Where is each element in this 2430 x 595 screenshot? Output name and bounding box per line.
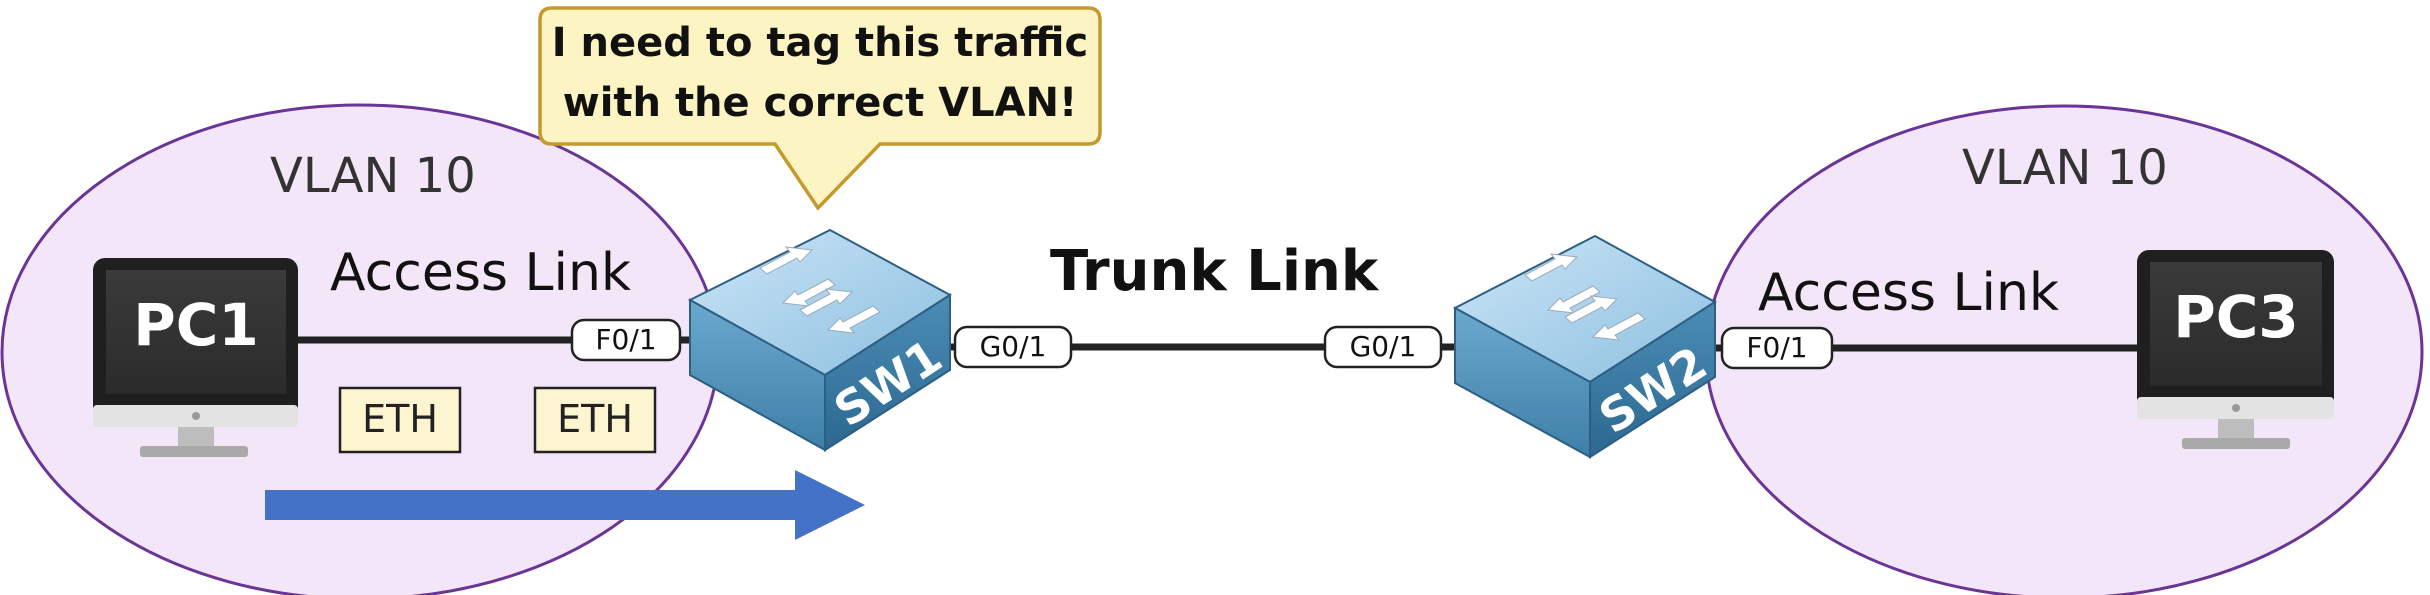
port-sw1-access: F0/1	[570, 318, 682, 362]
traffic-direction-arrow	[265, 470, 865, 540]
switch-sw2: SW2	[1452, 234, 1717, 459]
pc1-label: PC1	[133, 291, 258, 359]
port-sw1-trunk: G0/1	[953, 325, 1073, 369]
switch-sw1: SW1	[687, 228, 952, 452]
vlan-left-label: VLAN 10	[270, 148, 476, 204]
ethernet-frame-2: ETH	[533, 386, 657, 454]
callout-line-1: I need to tag this traffic	[552, 20, 1089, 66]
port-label: G0/1	[1350, 330, 1417, 363]
trunk-link-label: Trunk Link	[1050, 239, 1380, 304]
port-sw2-access: F0/1	[1720, 326, 1834, 370]
access-link-right-label: Access Link	[1758, 263, 2059, 323]
port-label: F0/1	[595, 323, 656, 356]
callout-bubble: I need to tag this traffic with the corr…	[538, 6, 1102, 211]
ethernet-frame-1: ETH	[338, 386, 462, 454]
frame-label: ETH	[362, 397, 438, 441]
pc3: PC3	[2137, 250, 2334, 449]
switch-arrows-icon	[1524, 253, 1646, 341]
vlan-right-label: VLAN 10	[1962, 140, 2168, 196]
frame-label: ETH	[557, 397, 633, 441]
callout-line-2: with the correct VLAN!	[563, 80, 1078, 126]
pc1: PC1	[93, 258, 298, 457]
port-label: G0/1	[980, 330, 1047, 363]
port-sw2-trunk: G0/1	[1323, 325, 1443, 369]
switch-arrows-icon	[759, 246, 881, 334]
port-label: F0/1	[1746, 331, 1807, 364]
pc3-label: PC3	[2173, 283, 2298, 351]
access-link-left-label: Access Link	[330, 243, 631, 303]
